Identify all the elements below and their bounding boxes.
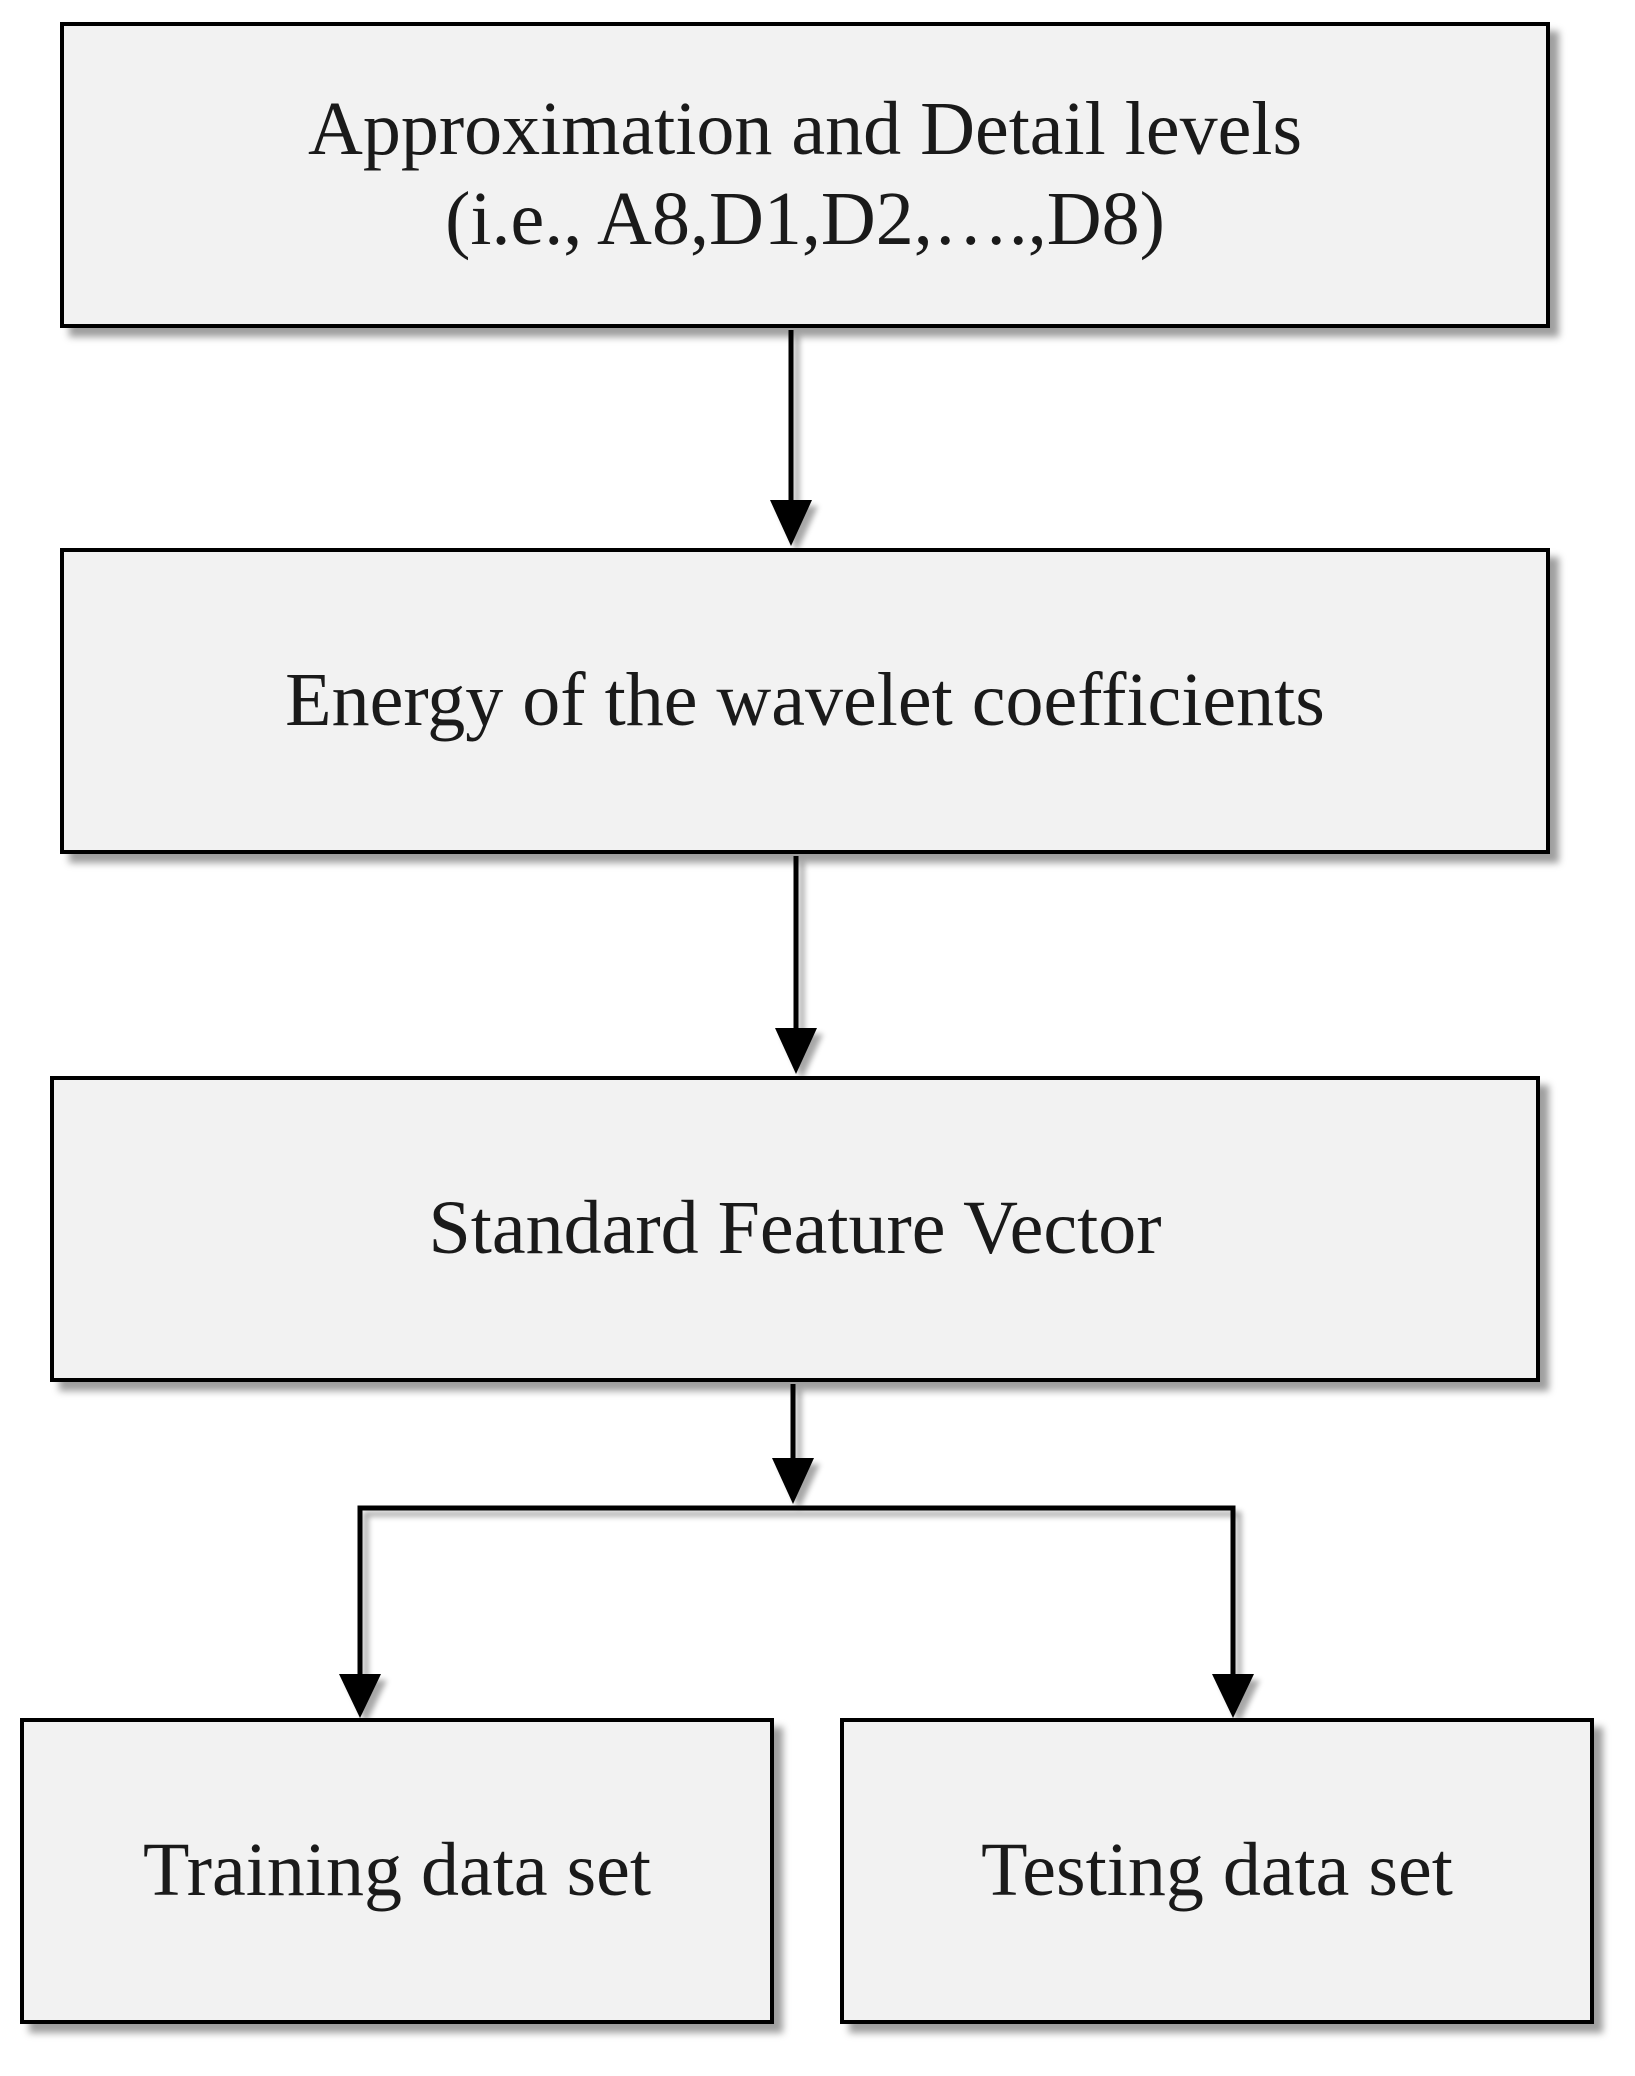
node-testing-set-label: Testing data set	[981, 1828, 1453, 1913]
node-testing-set: Testing data set	[840, 1718, 1594, 2024]
split-connector	[357, 1505, 1236, 1680]
node-levels-line2: (i.e., A8,D1,D2,….,D8)	[445, 177, 1165, 261]
node-training-set: Training data set	[20, 1718, 774, 2024]
node-energy-label: Energy of the wavelet coefficients	[285, 658, 1325, 743]
node-training-set-label: Training data set	[142, 1828, 652, 1913]
arrowhead-energy	[770, 500, 812, 546]
arrowhead-split	[772, 1458, 814, 1504]
node-feature-vector-label: Standard Feature Vector	[428, 1186, 1162, 1271]
node-feature-vector: Standard Feature Vector	[50, 1076, 1540, 1382]
node-energy: Energy of the wavelet coefficients	[60, 548, 1550, 854]
arrowhead-testing	[1212, 1674, 1254, 1718]
arrowhead-training	[339, 1674, 381, 1718]
node-levels-line1: Approximation and Detail levels	[307, 87, 1303, 172]
node-levels: Approximation and Detail levels (i.e., A…	[60, 22, 1550, 328]
arrowhead-feature	[775, 1028, 817, 1074]
